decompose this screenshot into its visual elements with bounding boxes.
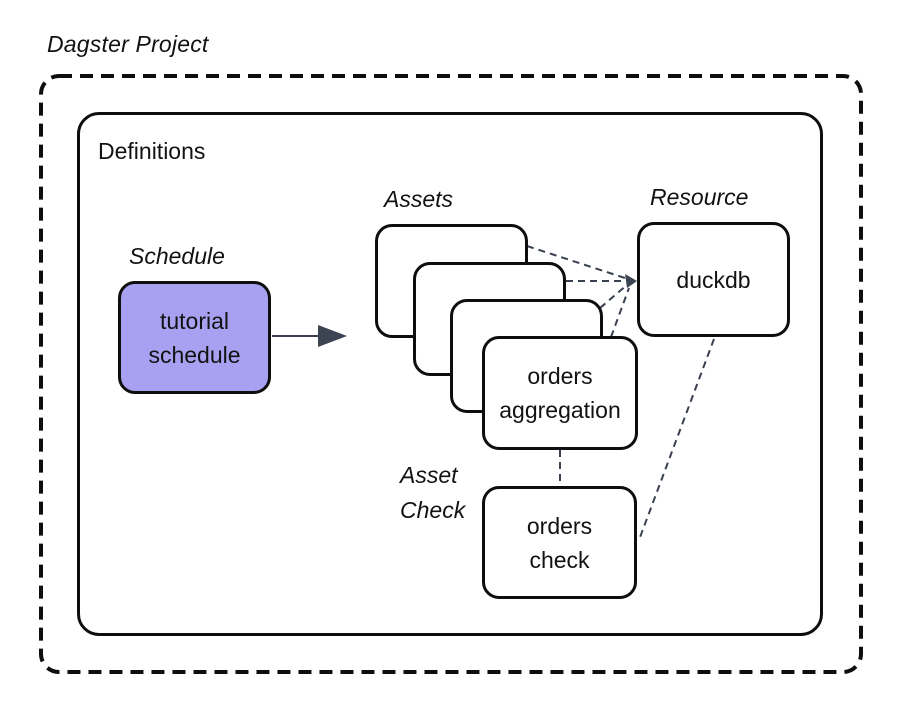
resource-label: Resource [650, 184, 749, 210]
edge-duckdb-to-check [638, 338, 715, 541]
asset-check-label: Asset Check [400, 462, 466, 523]
orders-check-node: orders check [482, 486, 637, 599]
edge-card3-to-duckdb [599, 283, 629, 309]
diagram-title: Dagster Project [47, 31, 209, 57]
edge-card1-to-duckdb [526, 245, 629, 280]
orders-aggregation-label: orders aggregation [499, 363, 621, 423]
orders-check-node-label: orders check [526, 512, 593, 573]
asset-card-orders-aggregation: orders aggregation [482, 336, 638, 450]
duckdb-node-label: duckdb [676, 266, 751, 293]
edge-aggregation-to-duckdb [610, 287, 630, 338]
edge-duckdb-arrowhead [625, 274, 637, 288]
definitions-container [77, 112, 823, 636]
project-boundary [39, 74, 863, 674]
schedule-node-label: tutorial schedule [148, 307, 241, 368]
duckdb-node: duckdb [637, 222, 790, 337]
schedule-label: Schedule [129, 243, 225, 269]
assets-label: Assets [384, 186, 454, 212]
edge-schedule-arrowhead [318, 325, 347, 347]
schedule-node: tutorial schedule [118, 281, 271, 394]
definitions-label: Definitions [98, 138, 206, 164]
